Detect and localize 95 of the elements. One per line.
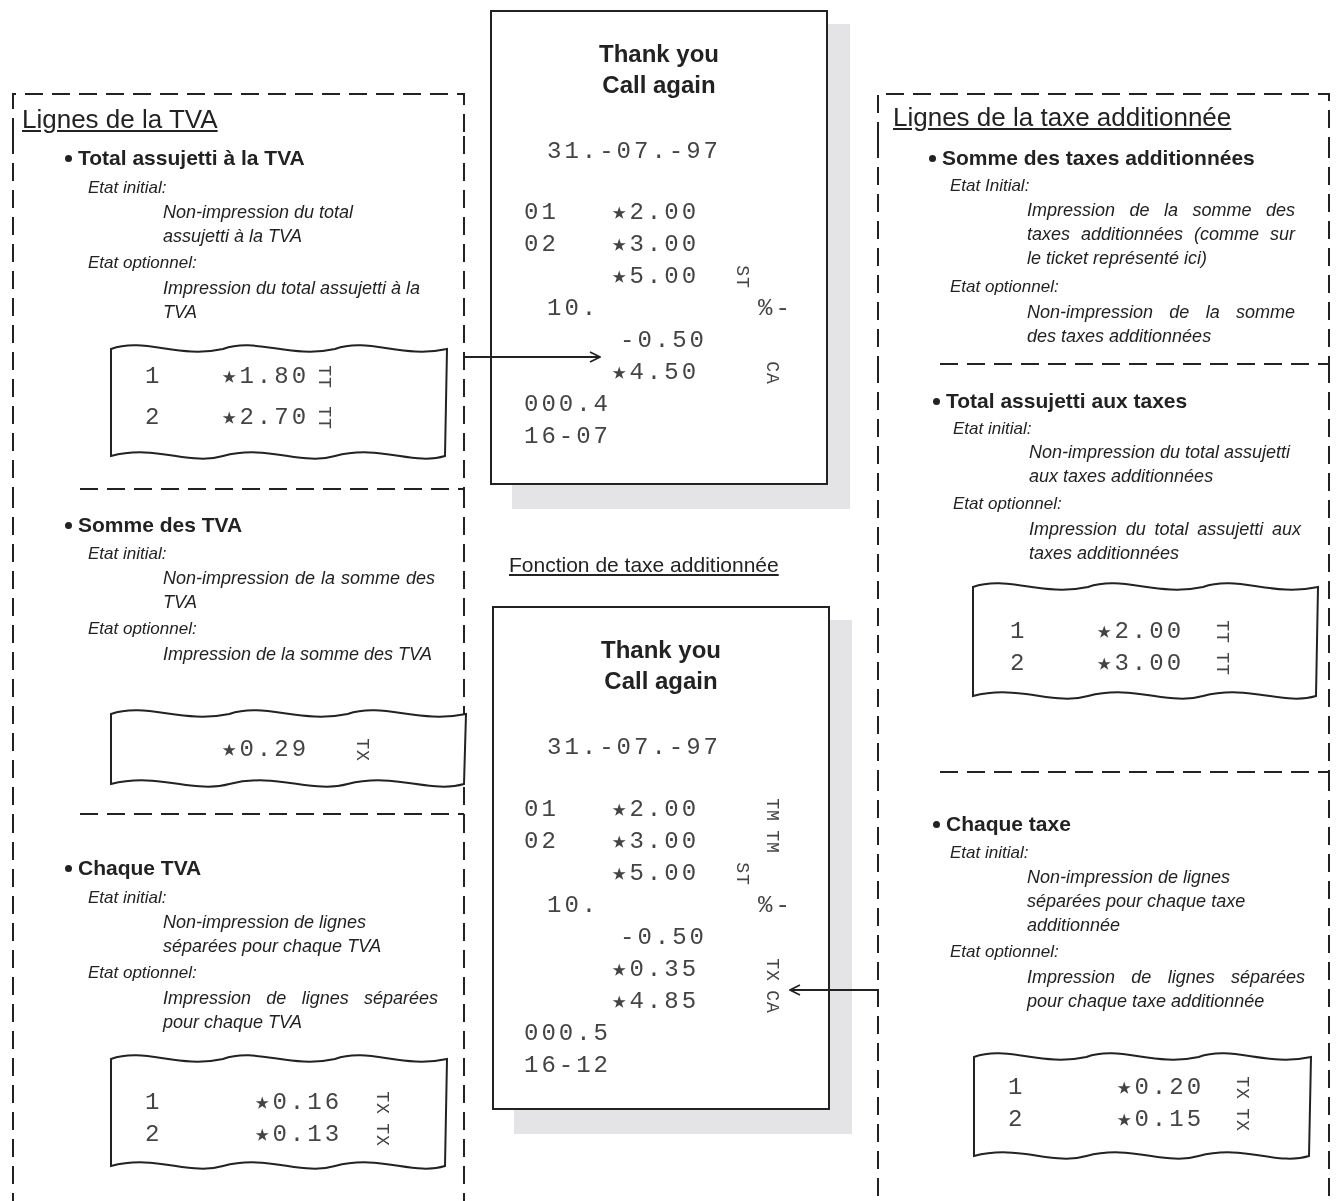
receipt-line: 31.-07.-97 [547,138,722,166]
option-heading: Chaque taxe [946,811,1071,837]
state-label: Etat optionnel: [88,962,197,984]
amount: ★5.00 [612,263,700,291]
tax-code: TX [1232,1076,1251,1100]
state-label: Etat Initial: [950,175,1030,197]
tax-code: TT [1212,652,1231,676]
line-number: 2 [145,1121,163,1149]
receipt-line: 16-07 [524,423,611,451]
tax-code: CA [762,990,781,1014]
state-label: Etat optionnel: [88,252,197,274]
tax-code: TX [372,1123,391,1147]
state-description: Non-impression de lignes séparées pour chaque taxe additionnée [1027,866,1247,937]
state-label: Etat initial: [88,887,167,909]
tax-code: CA [762,361,781,385]
tax-code: TX [352,738,371,762]
state-description: Non-impression de la somme des taxes additionnées [1027,301,1295,348]
state-description: Non-impression de la somme des TVA [163,567,435,614]
receipt-greeting: Thank you Call again [600,635,722,696]
receipt-line: 000.4 [524,391,611,419]
receipt-line: 10. [547,892,600,920]
amount: ★1.80 [222,363,310,391]
state-description: Impression du total assujetti à la TVA [163,277,422,324]
state-label: Etat optionnel: [953,493,1062,515]
receipt-line: 01 [524,796,559,824]
receipt-line: %- [758,295,793,323]
option-heading: Total assujetti à la TVA [78,145,305,171]
amount: ★4.50 [612,359,700,387]
amount: ★5.00 [612,860,700,888]
arrow [464,351,601,363]
amount: ★4.85 [612,988,700,1016]
amount: ★2.00 [612,796,700,824]
tax-code: TM [762,798,781,822]
state-label: Etat initial: [88,177,167,199]
amount: ★0.16 [255,1089,343,1117]
arrow [789,984,878,996]
receipt-line: %- [758,892,793,920]
tax-code: ST [732,862,751,886]
state-description: Impression de lignes séparées pour chaque TVA [163,987,438,1034]
amount: ★0.15 [1117,1106,1205,1134]
amount: ★2.00 [1097,618,1185,646]
option-heading: Chaque TVA [78,855,202,881]
amount: ★0.13 [255,1121,343,1149]
amount: ★2.00 [612,199,700,227]
receipt-caption: Fonction de taxe additionnée [509,552,779,578]
state-label: Etat initial: [88,543,167,565]
receipt-line: 31.-07.-97 [547,734,722,762]
line-number: 2 [145,404,163,432]
amount: ★3.00 [612,231,700,259]
state-label: Etat optionnel: [950,941,1059,963]
receipt-line: 10. [547,295,600,323]
state-label: Etat optionnel: [88,618,197,640]
amount: -0.50 [620,327,707,355]
line-number: 2 [1010,650,1028,678]
tax-code: TT [314,406,333,430]
receipt-line: 02 [524,828,559,856]
tax-code: TT [314,365,333,389]
state-description: Impression de lignes séparées pour chaque taxe additionnée [1027,966,1305,1013]
amount: ★3.00 [612,828,700,856]
panel-title: Lignes de la TVA [22,104,218,134]
state-description: Non-impression du total assujetti aux taxes additionnées [1029,441,1292,488]
tax-code: TM [762,830,781,854]
option-heading: Total assujetti aux taxes [946,388,1188,414]
amount: ★3.00 [1097,650,1185,678]
receipt-line: 02 [524,231,559,259]
receipt-line: 01 [524,199,559,227]
state-description: Non-impression du total assujetti à la TVA [163,201,355,248]
amount: -0.50 [620,924,707,952]
tax-code: TT [1212,620,1231,644]
option-heading: Somme des taxes additionnées [942,145,1255,171]
tax-code: TX [762,958,781,982]
line-number: 1 [145,363,163,391]
state-label: Etat initial: [950,842,1029,864]
state-description: Impression de la somme des TVA [163,643,434,666]
tax-code: TX [1232,1108,1251,1132]
receipt-greeting: Thank you Call again [598,39,720,100]
state-description: Impression du total assujetti aux taxes additionnées [1029,518,1301,565]
state-description: Impression de la somme des taxes additionnées (comme sur le ticket représenté ici) [1027,199,1295,270]
state-label: Etat initial: [953,418,1032,440]
line-number: 2 [1008,1106,1026,1134]
amount: ★0.20 [1117,1074,1205,1102]
line-number: 1 [1010,618,1028,646]
tax-code: ST [732,265,751,289]
option-heading: Somme des TVA [78,512,243,538]
line-number: 1 [1008,1074,1026,1102]
tax-code: TX [372,1091,391,1115]
receipt-line: 16-12 [524,1052,611,1080]
amount: ★0.35 [612,956,700,984]
receipt-line: 000.5 [524,1020,611,1048]
line-number: 1 [145,1089,163,1117]
amount: ★2.70 [222,404,310,432]
state-description: Non-impression de lignes séparées pour chaque TVA [163,911,383,958]
state-label: Etat optionnel: [950,276,1059,298]
panel-title: Lignes de la taxe additionnée [893,102,1232,132]
amount: ★0.29 [222,736,310,764]
